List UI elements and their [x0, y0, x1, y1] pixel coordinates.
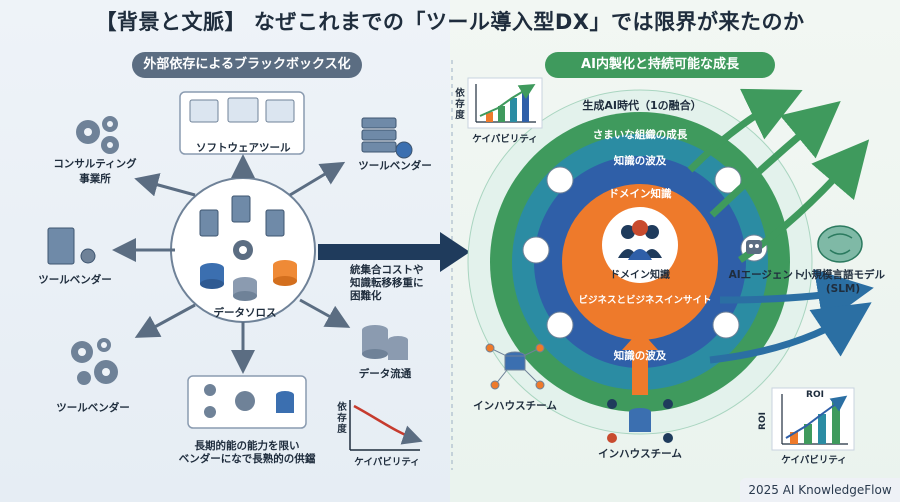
transition-arrow: [318, 232, 470, 272]
inhouse-team-bottom-label: インハウスチーム: [598, 448, 682, 460]
dependency-chart-right: [467, 77, 543, 129]
database-icon: [362, 325, 408, 360]
footer-brand: 2025 AI KnowledgeFlow: [740, 478, 900, 502]
domain-center-label: ドメイン知識: [610, 270, 670, 281]
inhouse-team-left-label: インハウスチーム: [473, 400, 557, 412]
slm-label: 小規模言語モデル (SLM): [801, 269, 885, 295]
left-chart-xlabel: ケイパビリティ: [354, 457, 420, 468]
ai-agent-label: AIエージェント: [728, 269, 804, 281]
window-icon: [189, 97, 295, 123]
integration-cost-label: 統集合コストや 知識転移移重に 困難化: [350, 264, 424, 302]
inhouse-team-icon: [607, 399, 673, 443]
left-chart-ylabel: 依 存 度: [337, 402, 347, 435]
consulting-label: コンサルティング 事業所: [53, 158, 137, 185]
knowledge-spread-top-label: 知識の波及: [613, 155, 667, 167]
domain-ring-label: ドメイン知識: [608, 188, 672, 200]
gear-cluster-icon: [71, 338, 118, 385]
roi-chart-title: ROI: [806, 390, 824, 400]
server-icon: [361, 117, 413, 159]
left-heading-pill: 外部依存によるブラックボックス化: [132, 52, 362, 78]
knowledge-spread-bottom-label: 知識の波及: [613, 350, 667, 362]
gear-icon: [233, 240, 253, 260]
tool-vendor-bottom-label: ツールベンダー: [56, 402, 130, 414]
right-heading-pill: AI内製化と持続可能な成長: [545, 52, 775, 78]
tool-vendor-top-label: ツールベンダー: [358, 160, 432, 172]
data-flow-label: データ流通: [358, 368, 412, 380]
gen-ai-label: 生成AI時代（1の融合）: [582, 99, 702, 112]
dependency-chart-left: [349, 400, 423, 451]
roi-chart-ylabel: ROI: [758, 412, 768, 430]
right-top-chart-ylabel: 依 存 度: [455, 88, 465, 121]
growth-ring-label: さまいな組織の成長: [592, 129, 688, 141]
page-title: 【背景と文脈】 なぜこれまでの「ツール導入型DX」では限界が来たのか: [95, 10, 805, 34]
database-icon: [200, 260, 297, 301]
robot-icon: [746, 240, 762, 254]
gear-cluster-icon: [76, 116, 119, 154]
network-icon: [485, 343, 545, 390]
team-icon: [618, 220, 662, 260]
long-term-label: 長期的能の能力を限い ベンダーになで長熟的の供鐺: [178, 440, 316, 465]
tool-vendor-left-label: ツールベンダー: [38, 274, 112, 286]
roi-chart: [771, 387, 855, 451]
software-tool-label: ソフトウェアツール: [196, 142, 291, 154]
roi-chart-xlabel: ケイパビリティ: [781, 455, 847, 466]
server-stack-icon: [199, 195, 285, 237]
business-ring-label: ビジネスとビジネスインサイト: [578, 295, 712, 306]
server-icon: [47, 227, 96, 265]
right-top-chart-xlabel: ケイパビリティ: [472, 134, 538, 145]
knowledge-up-arrow: [622, 330, 658, 395]
brain-icon: [817, 225, 863, 263]
data-silos-label: データソロス: [213, 307, 277, 319]
